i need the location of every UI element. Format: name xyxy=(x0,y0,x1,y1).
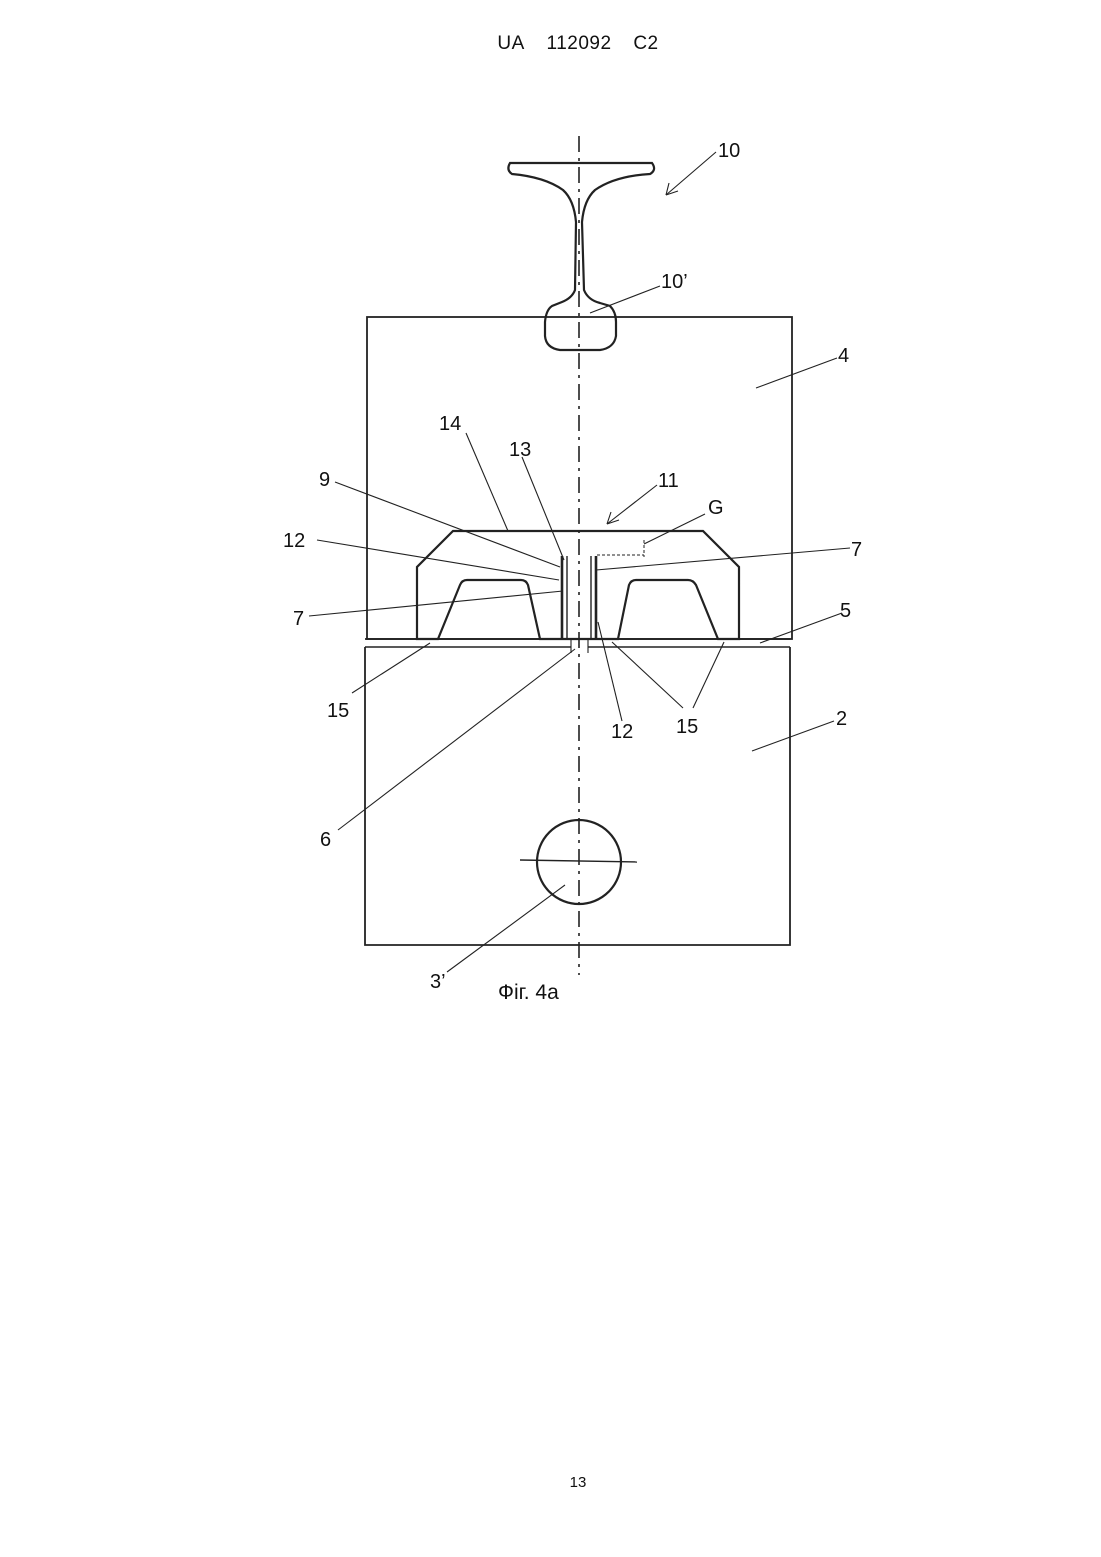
rail-profile xyxy=(508,163,654,350)
label-5: 5 xyxy=(840,600,851,622)
label-10: 10 xyxy=(718,140,740,162)
label-13: 13 xyxy=(509,439,531,461)
label-7-right: 7 xyxy=(851,539,862,561)
sleeper-body xyxy=(417,531,739,639)
label-3-prime: 3’ xyxy=(430,971,446,993)
figure-caption: Фіг. 4а xyxy=(498,981,559,1004)
arrow-10 xyxy=(666,152,716,195)
label-14: 14 xyxy=(439,413,461,435)
label-11: 11 xyxy=(658,470,679,492)
label-6: 6 xyxy=(320,829,331,851)
label-g: G xyxy=(708,497,724,519)
page-number: 13 xyxy=(0,1474,1101,1491)
label-2: 2 xyxy=(836,708,847,730)
lower-block xyxy=(365,647,790,945)
label-15-left: 15 xyxy=(327,700,349,722)
label-4: 4 xyxy=(838,345,849,367)
label-10-prime: 10’ xyxy=(661,271,688,293)
arrow-11 xyxy=(607,485,657,524)
label-12-left: 12 xyxy=(283,530,305,552)
label-9: 9 xyxy=(319,469,330,491)
label-7-left: 7 xyxy=(293,608,304,630)
label-12-bottom: 12 xyxy=(611,721,633,743)
label-15-right: 15 xyxy=(676,716,698,738)
gap-dimension xyxy=(597,540,644,557)
